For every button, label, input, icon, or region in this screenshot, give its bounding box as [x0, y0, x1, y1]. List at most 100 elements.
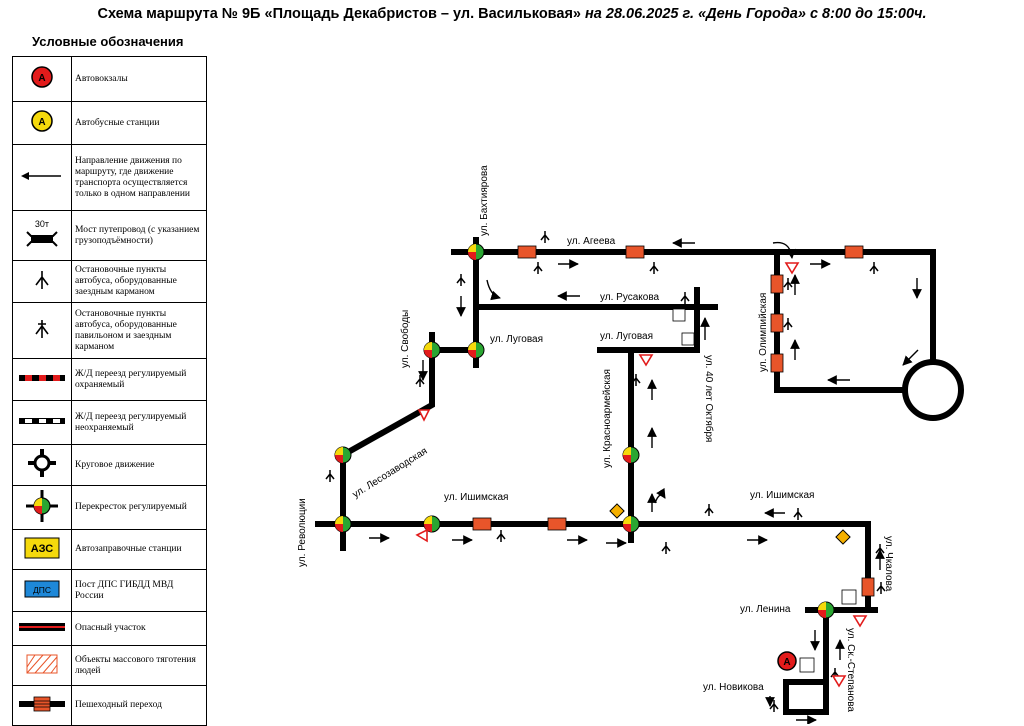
- bus-stop-icon: [325, 470, 335, 482]
- street-label: ул. Свободы: [399, 310, 411, 368]
- building-icon: [799, 657, 815, 673]
- traffic-light-icon: [423, 341, 441, 359]
- bus-stop-icon: [415, 375, 425, 387]
- street-label: ул. 40 лет Октября: [703, 355, 715, 442]
- svg-text:А: А: [38, 117, 45, 128]
- legend-label: Перекресток регулируемый: [71, 485, 207, 530]
- traffic-light-icon: [817, 601, 835, 619]
- direction-arrow-icon: [902, 349, 919, 366]
- crosswalk: [547, 517, 567, 531]
- bus-stop-icon: [769, 700, 779, 712]
- legend-row: Объекты массового тяготения людей: [12, 645, 207, 686]
- street-label: ул. Ск.-Степанова: [845, 628, 856, 712]
- crosswalk: [472, 517, 492, 531]
- street-label: ул. Агеева: [567, 236, 616, 247]
- gas-station-icon: АЗС: [24, 537, 60, 558]
- street-label: ул. Красноармейская: [602, 369, 613, 468]
- crosswalk-icon: [19, 696, 65, 711]
- warning-triangle-icon: [415, 528, 428, 543]
- warning-triangle-icon: [831, 675, 847, 688]
- direction-arrows: [369, 238, 922, 724]
- danger-zone-icon: [19, 622, 65, 631]
- bus-stop-pavilion-icon: [35, 319, 49, 338]
- crosswalk: [770, 274, 784, 294]
- legend-row: Остановочные пункты автобуса, оборудован…: [12, 302, 207, 359]
- legend-heading: Условные обозначения: [32, 34, 184, 49]
- road-ishimskaya: [315, 521, 871, 613]
- legend-label: Ж/Д переезд регулируемый охраняемый: [71, 358, 207, 401]
- svg-text:А: А: [783, 657, 790, 668]
- road-novikova: [783, 679, 829, 715]
- street-label: ул. Ишимская: [750, 490, 814, 501]
- street-label: ул. Чкалова: [883, 536, 894, 592]
- legend-row: ДПС Пост ДПС ГИБДД МВД России: [12, 569, 207, 612]
- road-olimpiyskaya-loop: [774, 249, 936, 365]
- turn-arrow-icon: [486, 279, 501, 301]
- legend-label: Остановочные пункты автобуса, оборудован…: [71, 260, 207, 303]
- svg-text:30т: 30т: [35, 219, 49, 229]
- bus-stop-icon: [869, 262, 879, 274]
- crosswalk: [625, 245, 645, 259]
- warning-triangle-icon: [784, 262, 800, 275]
- legend-row: Ж/Д переезд регулируемый охраняемый: [12, 358, 207, 401]
- bus-stop-icon: [631, 374, 641, 386]
- crosswalk: [517, 245, 537, 259]
- bus-stop-icon: [456, 274, 466, 286]
- police-post-icon: ДПС: [24, 580, 60, 597]
- street-label: ул. Олимпийская: [758, 293, 769, 372]
- building-icon: [681, 332, 695, 346]
- legend-row: Направление движения по маршруту, где дв…: [12, 144, 207, 211]
- street-labels: ул. Бахтиярова ул. Агеева ул. Русакова у…: [297, 165, 894, 712]
- bus-stop-icon: [649, 262, 659, 274]
- legend-label: Остановочные пункты автобуса, оборудован…: [71, 302, 207, 359]
- legend-label: Объекты массового тяготения людей: [71, 645, 207, 686]
- traffic-light-icon: [334, 515, 352, 533]
- legend-row: А Автобусные станции: [12, 101, 207, 145]
- bus-terminal-icon: А: [777, 651, 797, 671]
- bus-terminal-icon: А: [31, 66, 53, 88]
- crowd-area-icon: [26, 654, 58, 673]
- svg-text:ДПС: ДПС: [33, 585, 51, 595]
- gas-station-icon: [835, 529, 851, 545]
- road-svobody: [340, 332, 435, 551]
- street-label: ул. Ленина: [740, 604, 791, 615]
- svg-text:АЗС: АЗС: [31, 543, 54, 555]
- legend-row: Перекресток регулируемый: [12, 485, 207, 530]
- traffic-light-icon: [423, 515, 441, 533]
- warning-triangle-icon: [417, 409, 431, 422]
- street-label: ул. Ишимская: [444, 492, 508, 503]
- crosswalk: [844, 245, 864, 259]
- bus-stop-icon: [783, 278, 793, 290]
- street-label: ул. Лесозаводская: [351, 446, 430, 501]
- roundabout-icon: [28, 449, 56, 477]
- legend-row: Пешеходный переход: [12, 685, 207, 726]
- unguarded-rail-crossing-icon: [19, 417, 65, 424]
- roundabout: [902, 359, 964, 421]
- turn-arrow-icon: [654, 487, 666, 504]
- bridge-icon: 30т: [26, 219, 58, 247]
- traffic-light-icon: [334, 446, 352, 464]
- legend-label: Направление движения по маршруту, где дв…: [71, 144, 207, 211]
- warning-triangle-icon: [852, 615, 868, 628]
- street-label: ул. Луговая: [600, 331, 653, 342]
- bus-stop-icon: [793, 508, 803, 520]
- bus-stop-icon: [704, 504, 714, 516]
- building-icon: [841, 589, 857, 605]
- legend-row: Ж/Д переезд регулируемый неохраняемый: [12, 400, 207, 445]
- bus-stop-icon: [875, 544, 885, 556]
- bus-stop-icon: [496, 530, 506, 542]
- crosswalk: [770, 353, 784, 373]
- legend-table: А Автовокзалы А Автобусные станции Напра…: [12, 56, 207, 726]
- crosswalk: [770, 313, 784, 333]
- traffic-light-icon: [467, 243, 485, 261]
- legend-row: Остановочные пункты автобуса, оборудован…: [12, 260, 207, 303]
- crosswalk: [861, 577, 875, 597]
- bus-stops: [325, 231, 886, 712]
- gas-station-icon: [609, 503, 625, 519]
- guarded-rail-crossing-icon: [19, 374, 65, 381]
- traffic-light-icon: [622, 446, 640, 464]
- buildings: [672, 308, 857, 673]
- traffic-light-icon: [622, 515, 640, 533]
- legend-label: Автобусные станции: [71, 101, 207, 145]
- bus-stop-icon: [540, 231, 550, 243]
